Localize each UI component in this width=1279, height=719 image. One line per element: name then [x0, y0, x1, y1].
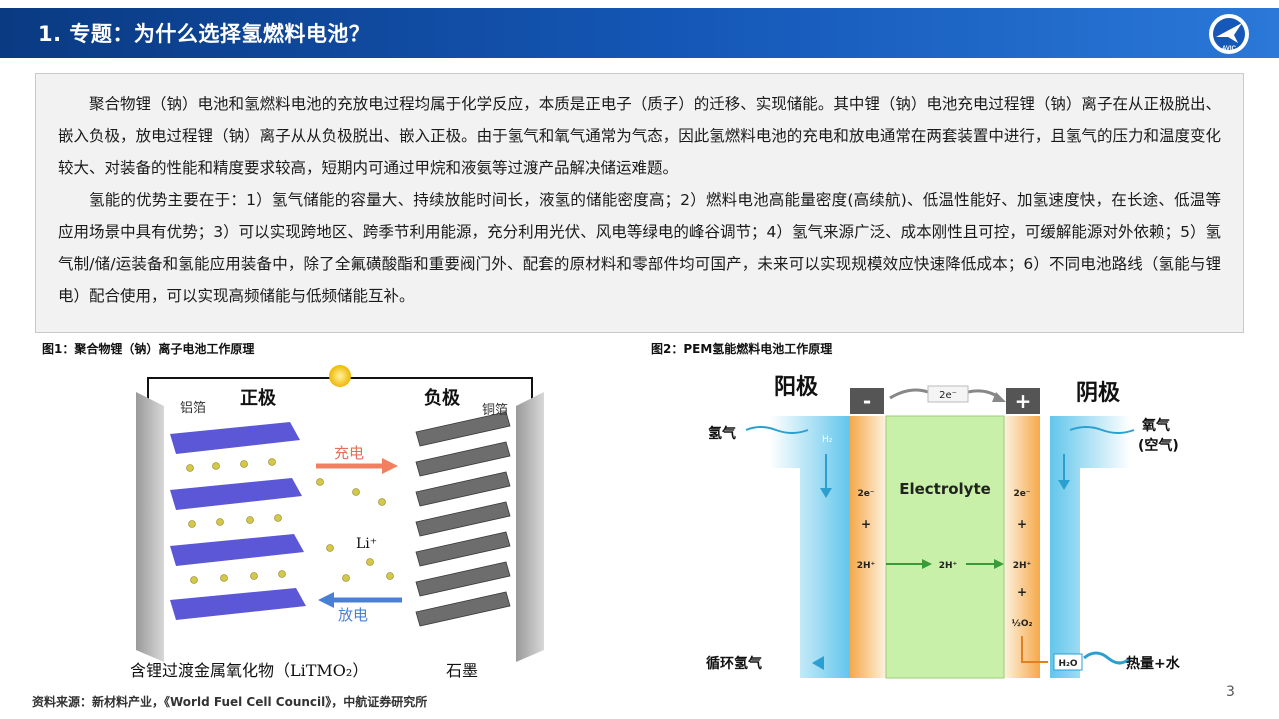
oxygen-in-label: 氧气	[1141, 417, 1170, 434]
discharge-arrow	[318, 592, 402, 608]
cathode-li-ions	[186, 458, 286, 584]
mid-2h-label: 2H⁺	[939, 561, 958, 571]
al-foil-label: 铝箔	[180, 400, 206, 416]
pem-fuel-cell-diagram: - + 2e⁻ 阳极 阴极 氢气 H₂ 氧气 (空气) Electrolyte …	[706, 375, 1181, 679]
logo-text: AVIC	[1222, 46, 1237, 52]
charge-arrow	[316, 458, 398, 474]
page-number: 3	[1226, 684, 1235, 700]
o2-flow-wave	[1069, 426, 1135, 434]
negative-label: 负极	[424, 387, 461, 409]
plus-terminal	[1006, 388, 1040, 414]
aluminum-plate	[136, 392, 164, 662]
paragraph-2: 氢能的优势主要在于：1）氢气储能的容量大、持续放能时间长，液氢的储能密度高；2）…	[58, 191, 1221, 305]
left-plus-label: +	[861, 517, 871, 531]
copper-plate	[516, 392, 544, 662]
plus-sign: +	[1015, 389, 1032, 413]
electron-box	[927, 385, 969, 403]
right-plus-label-2: +	[1017, 585, 1027, 599]
summary-text-box: 聚合物锂（钠）电池和氢燃料电池的充放电过程均属于化学反应，本质是正电子（质子）的…	[35, 73, 1244, 333]
cathode-channel	[1050, 416, 1130, 678]
right-2h-label: 2H⁺	[1013, 561, 1032, 571]
electron-arrow-left	[889, 388, 929, 400]
cu-foil-label: 铜箔	[482, 402, 508, 418]
recycle-label: 循环氢气	[706, 655, 762, 672]
minus-sign: -	[863, 389, 871, 413]
figure1-caption: 图1：聚合物锂（钠）离子电池工作原理	[42, 342, 255, 356]
figure2-caption: 图2：PEM氢能燃料电池工作原理	[651, 342, 833, 356]
source-note: 资料来源：新材料产业，《World Fuel Cell Council》，中航证…	[32, 695, 428, 709]
charge-label: 充电	[334, 444, 364, 462]
anode-channel	[770, 416, 850, 678]
paragraph-1: 聚合物锂（钠）电池和氢燃料电池的充放电过程均属于化学反应，本质是正电子（质子）的…	[58, 95, 1221, 177]
minus-terminal	[850, 388, 884, 414]
water-wave-icon	[1083, 651, 1132, 665]
cathode-material-label: 含锂过渡金属氧化物（LiTMO₂）	[130, 661, 368, 680]
anode-material-label: 石墨	[446, 661, 478, 680]
h2o-label: H₂O	[1058, 659, 1077, 669]
water-out-arrow	[1021, 636, 1048, 663]
o2-down-arrowhead	[1058, 480, 1070, 490]
avic-logo-icon: AVIC	[1209, 14, 1249, 54]
free-li-ions	[316, 478, 394, 582]
positive-label: 正极	[240, 388, 277, 409]
h2-flow-wave	[745, 426, 809, 434]
right-2e-label: 2e⁻	[1013, 489, 1030, 499]
cathode-title: 阴极	[1076, 381, 1121, 406]
bulb-icon	[329, 365, 351, 387]
h2o-box	[1053, 653, 1083, 671]
oxygen-air-label: (空气)	[1138, 437, 1179, 454]
left-2e-label: 2e⁻	[857, 489, 874, 499]
h2-label: H₂	[822, 435, 833, 445]
hydrogen-in-label: 氢气	[708, 425, 736, 442]
h2-down-arrowhead	[820, 488, 832, 498]
cathode-layers	[170, 422, 306, 620]
cathode-electrode	[1004, 416, 1040, 678]
li-ion-label: Li⁺	[356, 536, 377, 552]
page-title: 1. 专题：为什么选择氢燃料电池？	[38, 22, 371, 46]
half-o2-label: ½O₂	[1012, 618, 1033, 629]
electron-top-label: 2e⁻	[939, 390, 957, 401]
graphite-anode	[415, 411, 511, 627]
right-plus-label-1: +	[1017, 517, 1027, 531]
proton-arrowhead-1	[922, 559, 932, 569]
electron-arrowhead	[992, 392, 1006, 402]
proton-arrowhead-2	[994, 559, 1004, 569]
recycle-arrowhead	[812, 656, 824, 670]
electrolyte-membrane	[885, 415, 1005, 679]
title-bar: 1. 专题：为什么选择氢燃料电池？ AVIC	[0, 8, 1279, 58]
anode-title: 阳极	[774, 375, 819, 400]
electrolyte-label: Electrolyte	[899, 480, 991, 498]
li-ion-battery-diagram: 铝箔 正极 负极 铜箔 充电 放电 Li⁺ 含锂过渡金属氧化物（LiTMO₂） …	[130, 365, 544, 680]
discharge-label: 放电	[338, 606, 368, 624]
left-2h-label: 2H⁺	[857, 561, 876, 571]
anode-electrode	[850, 416, 886, 678]
heat-water-label: 热量+水	[1126, 655, 1181, 672]
